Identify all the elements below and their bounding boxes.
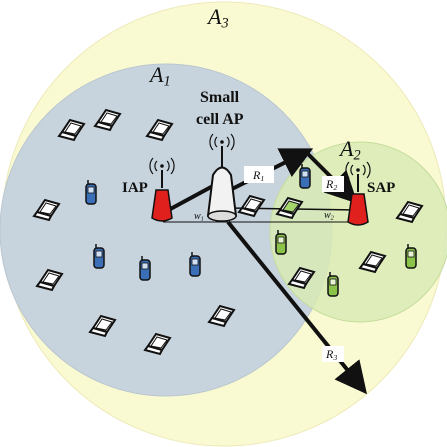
iap-label: IAP: [122, 180, 148, 196]
phone-icon: [275, 229, 287, 255]
area2-label: A2: [338, 136, 361, 164]
w2-label: w2: [324, 210, 335, 222]
phone-icon: [405, 243, 417, 269]
r3-label: R3: [325, 347, 337, 362]
small-cell-ap-label-line2: cell AP: [196, 111, 244, 128]
r2-arrow: [304, 150, 358, 204]
sap-label: SAP: [367, 180, 395, 196]
area2-circle: [269, 141, 447, 323]
phone-icon: [93, 243, 105, 269]
r3-label-box: [322, 346, 344, 362]
r1-label-box: [244, 166, 274, 183]
iap-icon: [151, 170, 173, 222]
r2-label-box: [322, 176, 344, 192]
phone-icon: [299, 163, 311, 189]
phone-icon: [139, 255, 151, 281]
phone-icon: [327, 271, 339, 297]
sap-icon: [347, 174, 369, 226]
r2-label: R2: [325, 177, 337, 192]
phone-icon: [189, 251, 201, 277]
small-cell-ap-label-line1: Small: [200, 89, 240, 106]
r1-label: R1: [252, 168, 264, 183]
small-cell-ap-icon: [206, 146, 238, 222]
area3-label: A3: [206, 4, 229, 32]
w1-label: w1: [194, 211, 204, 223]
area1-label: A1: [148, 62, 171, 90]
phone-icon: [85, 179, 97, 205]
